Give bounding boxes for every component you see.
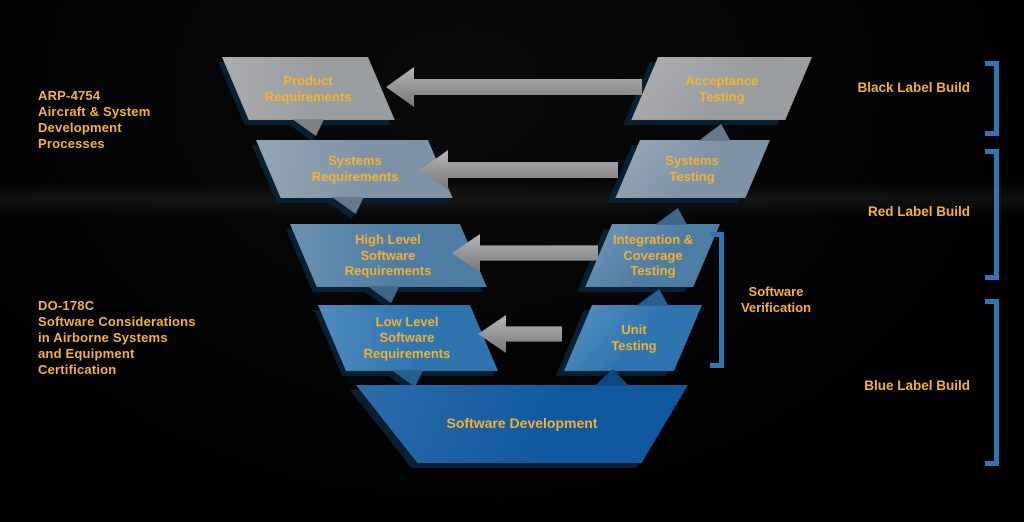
box-label: High Level Software Requirements (344, 231, 432, 279)
connector-tab (595, 369, 630, 386)
standard-arp4754-label: ARP-4754 Aircraft & System Development P… (38, 88, 151, 152)
software-development-shape (356, 385, 688, 463)
arrow-unit-to-low-level-icon (478, 315, 562, 353)
standard-do178c-label: DO-178C Software Considerations in Airbo… (38, 298, 196, 378)
build-label-black: Black Label Build (857, 80, 970, 95)
box-software-development: Software Development (356, 369, 688, 463)
box-label: Low Level Software Requirements (363, 314, 451, 361)
box-unit-testing: Unit Testing (563, 305, 702, 371)
box-label: Systems Requirements (311, 153, 399, 184)
software-verification-bracket (710, 232, 724, 368)
standard-title: ARP-4754 (38, 88, 101, 103)
black-label-build-bracket (985, 61, 999, 136)
arrow-acceptance-to-product-icon (386, 67, 642, 107)
background-band (0, 182, 1024, 218)
box-label: Systems Testing (665, 153, 719, 184)
build-label-blue: Blue Label Build (864, 378, 970, 393)
box-acceptance-testing: Acceptance Testing (631, 57, 812, 120)
box-label: Product Requirements (264, 72, 352, 104)
box-product-requirements: Product Requirements (222, 57, 395, 120)
standard-line: and Equipment (38, 346, 135, 361)
standard-title: DO-178C (38, 298, 95, 313)
standard-line: Certification (38, 362, 117, 377)
red-label-build-bracket (985, 149, 999, 280)
standard-line: Software Considerations (38, 314, 196, 329)
standard-line: Aircraft & System (38, 104, 151, 119)
box-integration-coverage-testing: Integration & Coverage Testing (585, 224, 720, 287)
software-verification-label: Software Verification (740, 284, 812, 315)
box-label: Software Development (446, 415, 598, 432)
standard-line: Processes (38, 136, 105, 151)
box-label: Integration & Coverage Testing (612, 231, 694, 279)
arrow-integration-to-high-level-icon (452, 234, 598, 272)
standard-line: in Airborne Systems (38, 330, 168, 345)
box-systems-testing: Systems Testing (615, 140, 770, 198)
box-label: Unit Testing (611, 322, 657, 353)
build-label-red: Red Label Build (867, 204, 970, 219)
box-label: Acceptance Testing (685, 72, 759, 104)
box-low-level-software-requirements: Low Level Software Requirements (318, 305, 499, 371)
blue-label-build-bracket (985, 299, 999, 466)
standard-line: Development (38, 120, 122, 135)
